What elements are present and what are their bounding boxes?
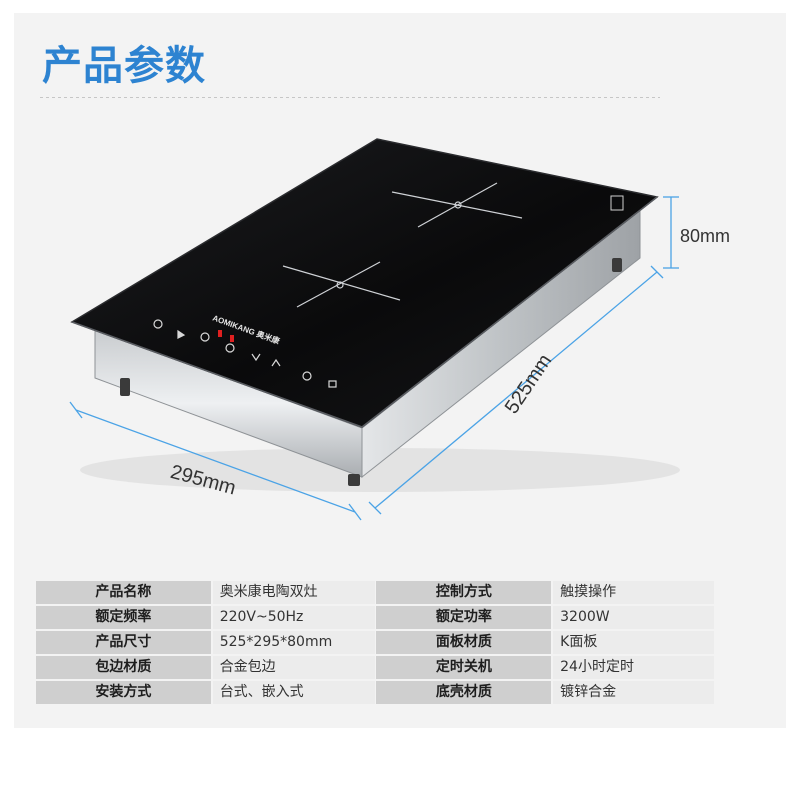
- spec-label: 安装方式: [36, 681, 211, 704]
- glass-edge: [71, 196, 658, 428]
- spec-value: 奥米康电陶双灶: [212, 581, 375, 604]
- spec-label: 包边材质: [36, 656, 211, 679]
- spec-value: K面板: [553, 631, 714, 654]
- page-title: 产品参数: [42, 43, 206, 89]
- spec-value: 台式、嵌入式: [212, 681, 375, 704]
- foot-front: [348, 474, 360, 486]
- dimension-lines: [69, 196, 679, 521]
- spec-value: 525*295*80mm: [212, 631, 375, 654]
- spec-value: 220V~50Hz: [212, 606, 375, 629]
- spec-label: 产品尺寸: [36, 631, 211, 654]
- spec-label: 定时关机: [376, 656, 552, 679]
- spec-label: 产品名称: [36, 581, 211, 604]
- spec-value: 镀锌合金: [553, 681, 714, 704]
- spec-label: 额定频率: [36, 606, 211, 629]
- product-illustration: AOMIKANG 奥米康: [69, 138, 680, 521]
- spec-table: 产品名称 奥米康电陶双灶 控制方式 触摸操作 额定频率 220V~50Hz 额定…: [36, 579, 714, 706]
- led-display: [218, 330, 234, 342]
- k-panel-logo: [610, 195, 624, 211]
- foot-right: [612, 258, 622, 272]
- spec-label: 面板材质: [376, 631, 552, 654]
- spec-value: 24小时定时: [553, 656, 714, 679]
- spec-label: 额定功率: [376, 606, 552, 629]
- table-row: 产品名称 奥米康电陶双灶 控制方式 触摸操作: [36, 581, 714, 604]
- dimension-height-label: 80mm: [680, 226, 731, 246]
- cooking-zone-rear: [391, 182, 523, 228]
- spec-value: 触摸操作: [553, 581, 714, 604]
- spec-value: 合金包边: [212, 656, 375, 679]
- spec-value: 3200W: [553, 606, 714, 629]
- table-row: 产品尺寸 525*295*80mm 面板材质 K面板: [36, 631, 714, 654]
- table-row: 包边材质 合金包边 定时关机 24小时定时: [36, 656, 714, 679]
- cooking-zone-front: [282, 261, 401, 308]
- foot-left: [120, 378, 130, 396]
- table-row: 安装方式 台式、嵌入式 底壳材质 镀锌合金: [36, 681, 714, 704]
- title-divider: [40, 97, 660, 98]
- floor-shadow: [80, 448, 680, 492]
- spec-label: 底壳材质: [376, 681, 552, 704]
- control-strip: [153, 319, 337, 388]
- table-row: 额定频率 220V~50Hz 额定功率 3200W: [36, 606, 714, 629]
- spec-label: 控制方式: [376, 581, 552, 604]
